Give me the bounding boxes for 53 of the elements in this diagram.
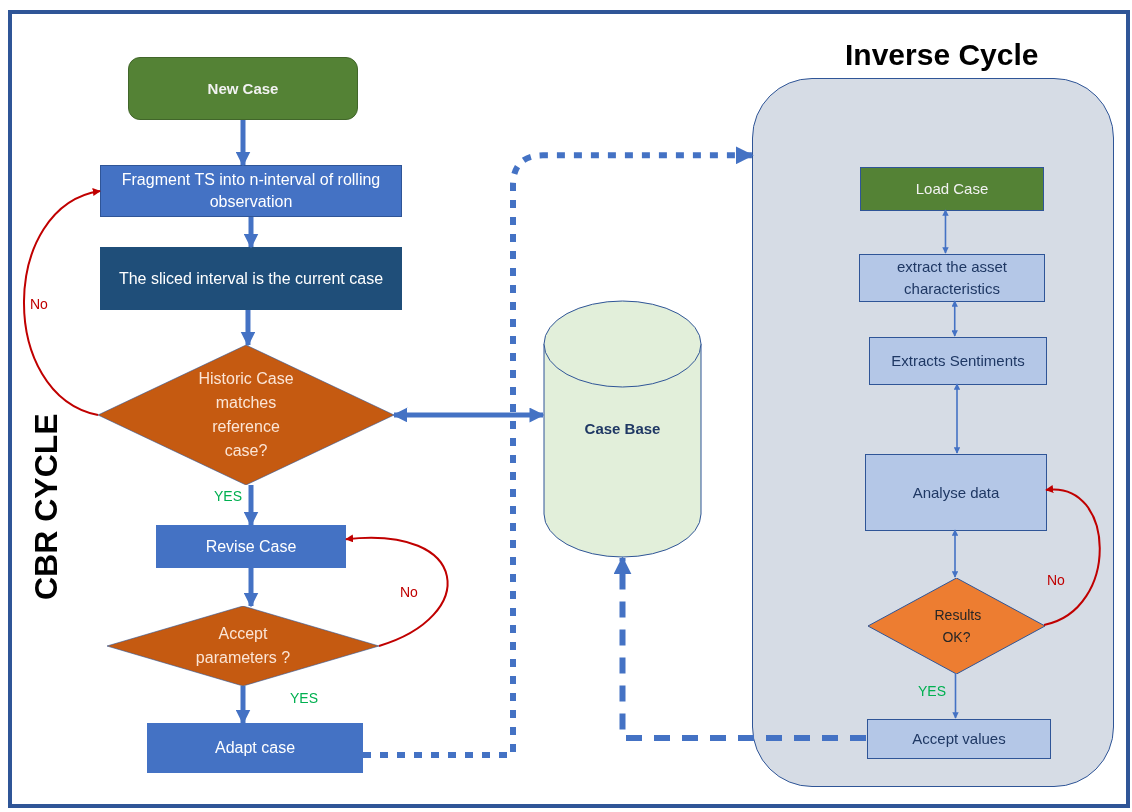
node-text: New Case <box>206 78 280 99</box>
arrow <box>235 120 251 167</box>
node-text: Revise Case <box>204 536 298 557</box>
process-box <box>100 247 402 310</box>
edge-label: YES <box>290 690 318 706</box>
arrow <box>243 568 259 608</box>
arrow <box>613 556 866 741</box>
decision-diamond <box>868 578 1045 674</box>
node-text: Historic Case matches reference case? <box>197 369 295 461</box>
arrow <box>392 407 545 423</box>
start-box <box>128 57 358 120</box>
arrow <box>243 485 259 527</box>
edge-label: No <box>30 296 48 312</box>
process-box <box>867 719 1051 759</box>
process-box <box>865 454 1047 531</box>
edge-label: YES <box>918 683 946 699</box>
edge-label: No <box>1047 572 1065 588</box>
node-text: extract the asset characteristics <box>895 257 1009 299</box>
node-text: Results OK? <box>933 606 983 647</box>
arrow <box>952 672 959 719</box>
arrow <box>240 310 256 347</box>
node-text: Load Case <box>914 179 990 199</box>
arrow <box>951 529 959 578</box>
node-text: Accept values <box>911 729 1007 749</box>
edge-label: YES <box>214 488 242 504</box>
arrow <box>942 209 949 254</box>
node-text: Fragment TS into n-interval of rolling observation <box>120 170 382 212</box>
side-title: CBR CYCLE <box>28 413 64 600</box>
database-cylinder <box>543 300 702 558</box>
process-box <box>100 165 402 217</box>
process-box <box>869 337 1047 385</box>
decision-diamond <box>98 345 394 485</box>
node-text: Extracts Sentiments <box>890 351 1026 371</box>
node-text: Case Base <box>583 419 662 439</box>
node-text: Accept parameters ? <box>194 624 292 668</box>
arrow <box>23 189 101 416</box>
process-box <box>860 167 1044 211</box>
panel-title: Inverse Cycle <box>845 37 1039 73</box>
arrow <box>235 686 251 725</box>
arrow <box>951 300 958 337</box>
node-text: The sliced interval is the current case <box>117 268 385 289</box>
decision-diamond <box>107 606 379 686</box>
node-text: Adapt case <box>213 738 297 758</box>
process-box <box>859 254 1045 302</box>
process-box <box>147 723 363 773</box>
node-text: Analyse data <box>911 482 1001 503</box>
edge-label: No <box>400 584 418 600</box>
arrow <box>1043 486 1101 626</box>
arrow <box>953 383 961 454</box>
arrow <box>345 534 449 647</box>
arrow <box>243 217 259 249</box>
process-box <box>156 525 346 568</box>
arrow <box>363 146 754 758</box>
